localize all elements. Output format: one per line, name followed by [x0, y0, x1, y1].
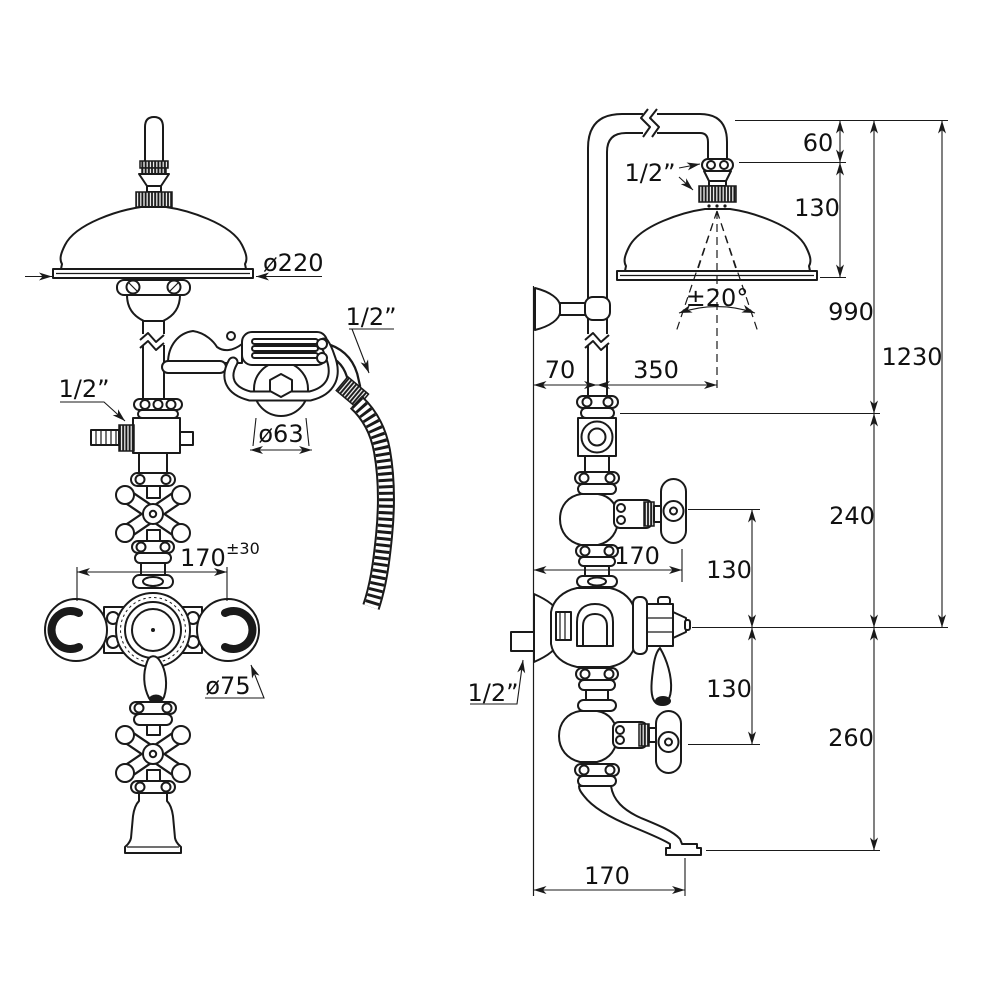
dim-spout-projection: 170 [584, 862, 630, 890]
dim-inlet-spacing: 170 [180, 544, 226, 572]
shower-head-front [52, 206, 254, 279]
label-outlet-size: 1/2” [467, 679, 518, 707]
front-view-dimensions [25, 272, 394, 699]
outlet-stub [510, 631, 535, 652]
hand-shower-assembly [161, 330, 396, 610]
dim-head-diameter: ø220 [263, 249, 324, 277]
riser-pipe-side [584, 108, 728, 396]
label-inlet-size: 1/2” [58, 375, 109, 403]
head-connector-side [698, 158, 737, 208]
riser-top-finial [135, 116, 173, 212]
thermostat-body-side [510, 587, 691, 706]
dim-riser-height: 990 [828, 298, 874, 326]
spray-cone [675, 210, 759, 392]
thermostat-body-front [44, 592, 260, 704]
side-view-shower-column: 1/2” 60 130 ±20° 990 1230 70 350 170 130… [467, 108, 948, 896]
riser-wall-bracket [534, 287, 611, 331]
lower-cross-handle-front [115, 725, 191, 783]
column-joints-front [131, 540, 175, 589]
riser-pipe-front [139, 321, 167, 400]
riser-union-side [576, 395, 619, 473]
dim-spray-angle: ±20° [686, 284, 749, 312]
lower-joints-front [129, 701, 177, 736]
side-view-dimensions [470, 119, 948, 896]
diverter-valve-front [90, 398, 194, 487]
dim-diverter-to-valve: 130 [706, 556, 752, 584]
dim-union-to-valve: 240 [829, 502, 875, 530]
dim-total-height: 1230 [881, 343, 942, 371]
dim-head-height: 130 [794, 194, 840, 222]
upper-cross-handle-front [115, 485, 191, 544]
dim-valve-to-lower: 130 [706, 675, 752, 703]
dim-holder-diameter: ø63 [258, 420, 303, 448]
spout-front [124, 780, 182, 854]
dim-valve-projection: 170 [614, 542, 660, 570]
front-view-shower-column: ø220 1/2” 1/2” ø63 170 ±30 ø75 [25, 116, 397, 854]
label-hose-size: 1/2” [345, 303, 396, 331]
temperature-lever [143, 655, 168, 704]
head-wall-bracket [116, 279, 191, 322]
label-head-connection: 1/2” [624, 159, 675, 187]
dim-wall-to-riser: 70 [545, 356, 576, 384]
dim-valve-to-spout: 260 [828, 724, 874, 752]
dim-knob-diameter: ø75 [205, 672, 250, 700]
dim-inlet-spacing-tolerance: ±30 [226, 539, 260, 558]
spout-side [574, 763, 702, 856]
holder-knob [269, 373, 293, 398]
dim-head-offset-top: 60 [803, 129, 834, 157]
lower-valve-side [558, 667, 682, 774]
dim-riser-to-head: 350 [633, 356, 679, 384]
